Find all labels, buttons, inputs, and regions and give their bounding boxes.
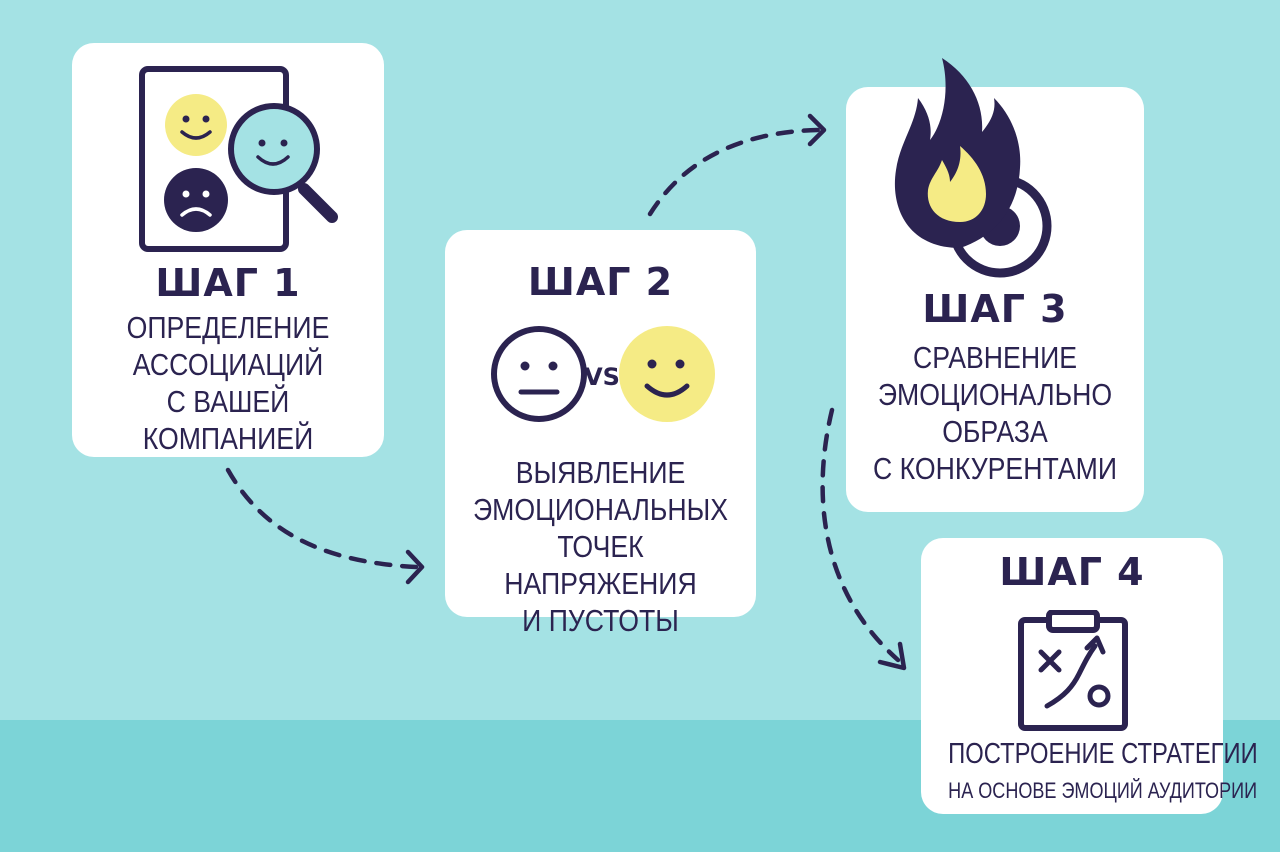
step-1-title: ШАГ 1 [155, 261, 301, 305]
step-4-line-1: ПОСТРОЕНИЕ СТРАТЕГИИ [948, 738, 1258, 770]
step-1-line-4: КОМПАНИЕЙ [142, 421, 314, 456]
step-4-line-2: НА ОСНОВЕ ЭМОЦИЙ АУДИТОРИИ [948, 778, 1258, 803]
step-1-description: ОПРЕДЕЛЕНИЕ АССОЦИАЦИЙ С ВАШЕЙ КОМПАНИЕЙ [94, 309, 362, 457]
step-3-line-3: ОБРАЗА [942, 414, 1048, 449]
arrow-step3-to-step4 [820, 407, 901, 663]
step-2-line-1: ВЫЯВЛЕНИЕ [515, 455, 686, 490]
step-4-title: ШАГ 4 [999, 550, 1145, 594]
arrow-step1-to-step2 [225, 467, 419, 570]
step-3-line-1: СРАВНЕНИЕ [912, 340, 1078, 375]
vs-label: VS [584, 363, 620, 391]
document-emotions-magnifier-icon [139, 66, 338, 252]
step-3-line-4: С КОНКУРЕНТАМИ [872, 451, 1118, 486]
step-4-card: ШАГ 4 ПОСТРОЕНИЕ СТРАТЕГИИ НА ОСНОВЕ ЭМО… [921, 538, 1258, 814]
step-1-line-1: ОПРЕДЕЛЕНИЕ [126, 310, 330, 345]
step-2-title: ШАГ 2 [527, 260, 674, 304]
step-2-line-3: ТОЧЕК НАПРЯЖЕНИЯ [504, 529, 697, 601]
flame-target-icon [894, 58, 1052, 278]
arrowhead-step3 [807, 113, 827, 147]
step-2-line-4: И ПУСТОТЫ [522, 603, 679, 638]
strategy-clipboard-icon [1018, 610, 1128, 731]
step-3-title: ШАГ 3 [922, 287, 1068, 331]
arrowhead-step2 [405, 549, 425, 585]
neutral-vs-happy-faces-icon: VS [491, 326, 715, 422]
step-2-card: ШАГ 2 VS ВЫЯВЛЕНИЕ ЭМОЦИОНАЛЬНЫХ ТОЧЕК Н… [445, 230, 756, 638]
step-3-description: СРАВНЕНИЕ ЭМОЦИОНАЛЬНО ОБРАЗА С КОНКУРЕН… [867, 339, 1123, 487]
step-3-line-2: ЭМОЦИОНАЛЬНО [877, 377, 1113, 412]
step-1-line-2: АССОЦИАЦИЙ [132, 347, 324, 382]
step-2-line-2: ЭМОЦИОНАЛЬНЫХ [473, 492, 728, 527]
step-1-line-3: С ВАШЕЙ [166, 384, 290, 419]
arrow-step2-to-step3 [647, 127, 821, 217]
step-2-description: ВЫЯВЛЕНИЕ ЭМОЦИОНАЛЬНЫХ ТОЧЕК НАПРЯЖЕНИЯ… [467, 454, 734, 639]
step-1-card: ШАГ 1 ОПРЕДЕЛЕНИЕ АССОЦИАЦИЙ С ВАШЕЙ КОМ… [72, 43, 384, 457]
arrowhead-step4 [877, 641, 907, 671]
